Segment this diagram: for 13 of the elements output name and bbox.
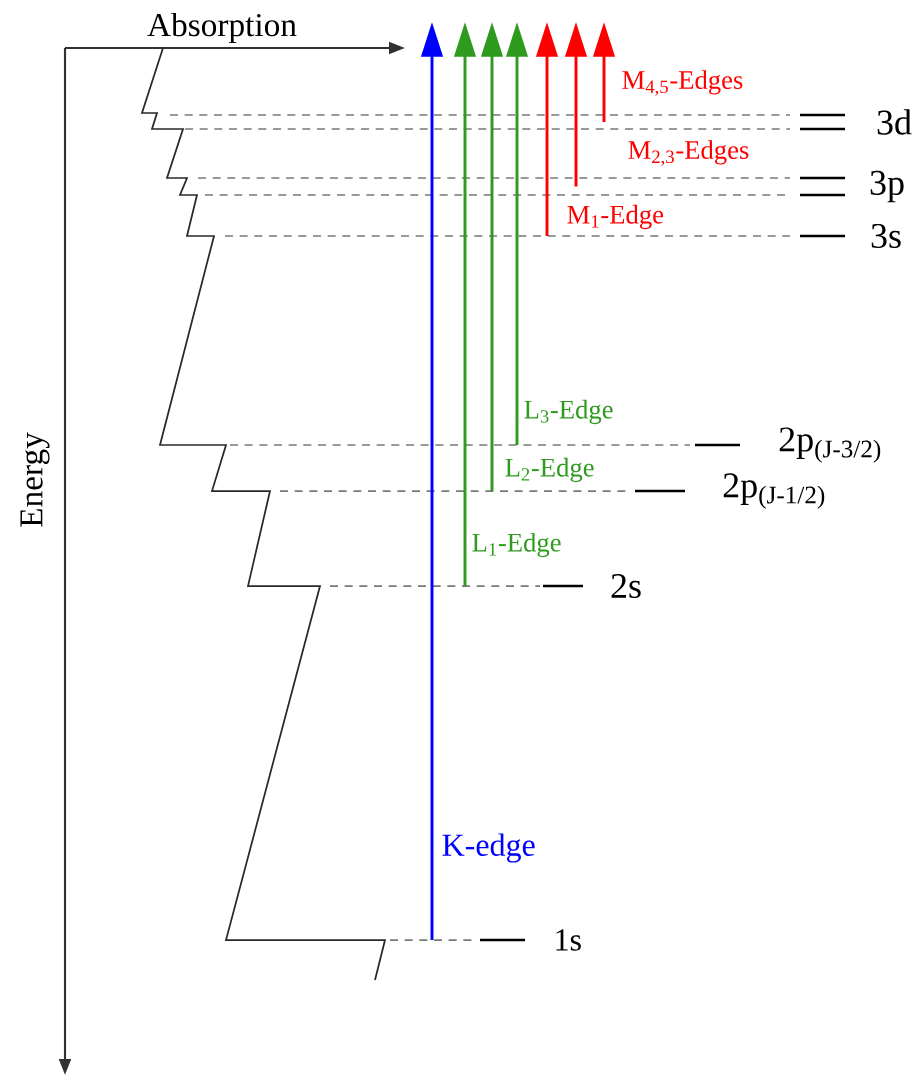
energy-level: 2s [329, 573, 641, 599]
edge-label: M$_{4,5}$-Edges [620, 68, 745, 98]
axis-label: Absorption [147, 12, 297, 44]
edge-label: M$_{1}$-Edge [565, 203, 666, 231]
edge-label: L$_{3}$-Edge [522, 398, 615, 426]
energy-level: 3p [197, 170, 904, 203]
axis-label: Energy [20, 432, 50, 527]
edge-label: K-edge [440, 832, 538, 864]
edge-label: M$_{2,3}$-Edges [626, 138, 751, 168]
edge-label: L$_{1}$-Edge [470, 531, 563, 559]
energy-level: 1s [389, 929, 581, 951]
edge-label: L$_{2}$-Edge [503, 456, 596, 484]
energy-level: 3d [169, 109, 912, 135]
